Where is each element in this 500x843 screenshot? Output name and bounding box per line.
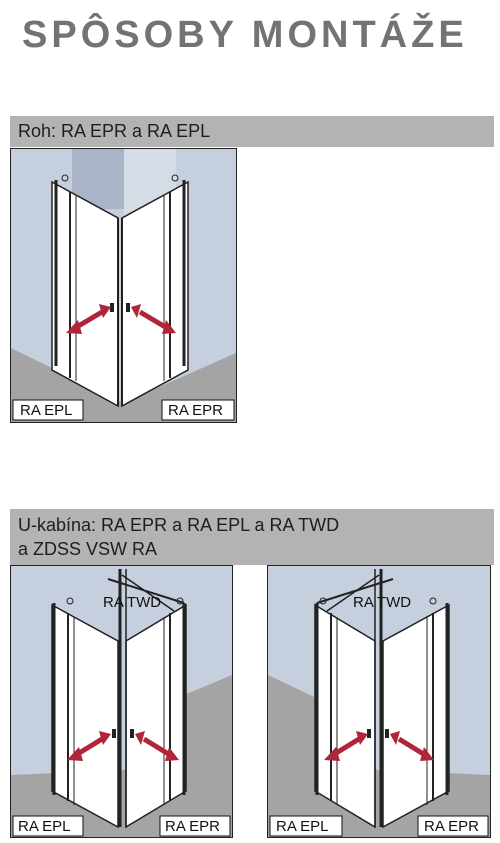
shower-enclosure [51, 569, 187, 829]
u-cabin-diagram-left: RA TWD RA EPL RA EPR [10, 565, 233, 838]
shower-enclosure [51, 174, 189, 408]
label-ra-epl: RA EPL [276, 818, 329, 835]
shower-enclosure [314, 569, 450, 829]
door-swing-arrow-icon [131, 304, 176, 334]
label-ra-epr: RA EPR [168, 402, 223, 419]
door-swing-arrow-icon [390, 731, 434, 761]
section-heading-corner: Roh: RA EPR a RA EPL [10, 116, 494, 147]
label-ra-twd: RA TWD [353, 594, 411, 611]
section-heading-u-cabin-line2: a ZDSS VSW RA [18, 539, 158, 559]
label-ra-epl: RA EPL [20, 402, 73, 419]
u-cabin-diagram-right: RA TWD RA EPL RA EPR [267, 565, 491, 838]
door-swing-arrow-icon [66, 304, 111, 334]
label-ra-epl: RA EPL [18, 818, 71, 835]
label-ra-epr: RA EPR [165, 818, 220, 835]
corner-installation-diagram: RA EPL RA EPR [10, 148, 237, 423]
label-ra-epr: RA EPR [424, 818, 479, 835]
page-title: SPÔSOBY MONTÁŽE [22, 14, 468, 56]
section-heading-u-cabin-line1: U-kabína: RA EPR a RA EPL a RA TWD [18, 515, 340, 535]
door-swing-arrow-icon [324, 731, 368, 761]
door-swing-arrow-icon [135, 731, 179, 761]
label-ra-twd: RA TWD [103, 594, 161, 611]
section-heading-u-cabin: U-kabína: RA EPR a RA EPL a RA TWD a ZDS… [10, 509, 494, 565]
section-heading-corner-text: Roh: RA EPR a RA EPL [18, 121, 211, 141]
door-swing-arrow-icon [67, 731, 111, 761]
